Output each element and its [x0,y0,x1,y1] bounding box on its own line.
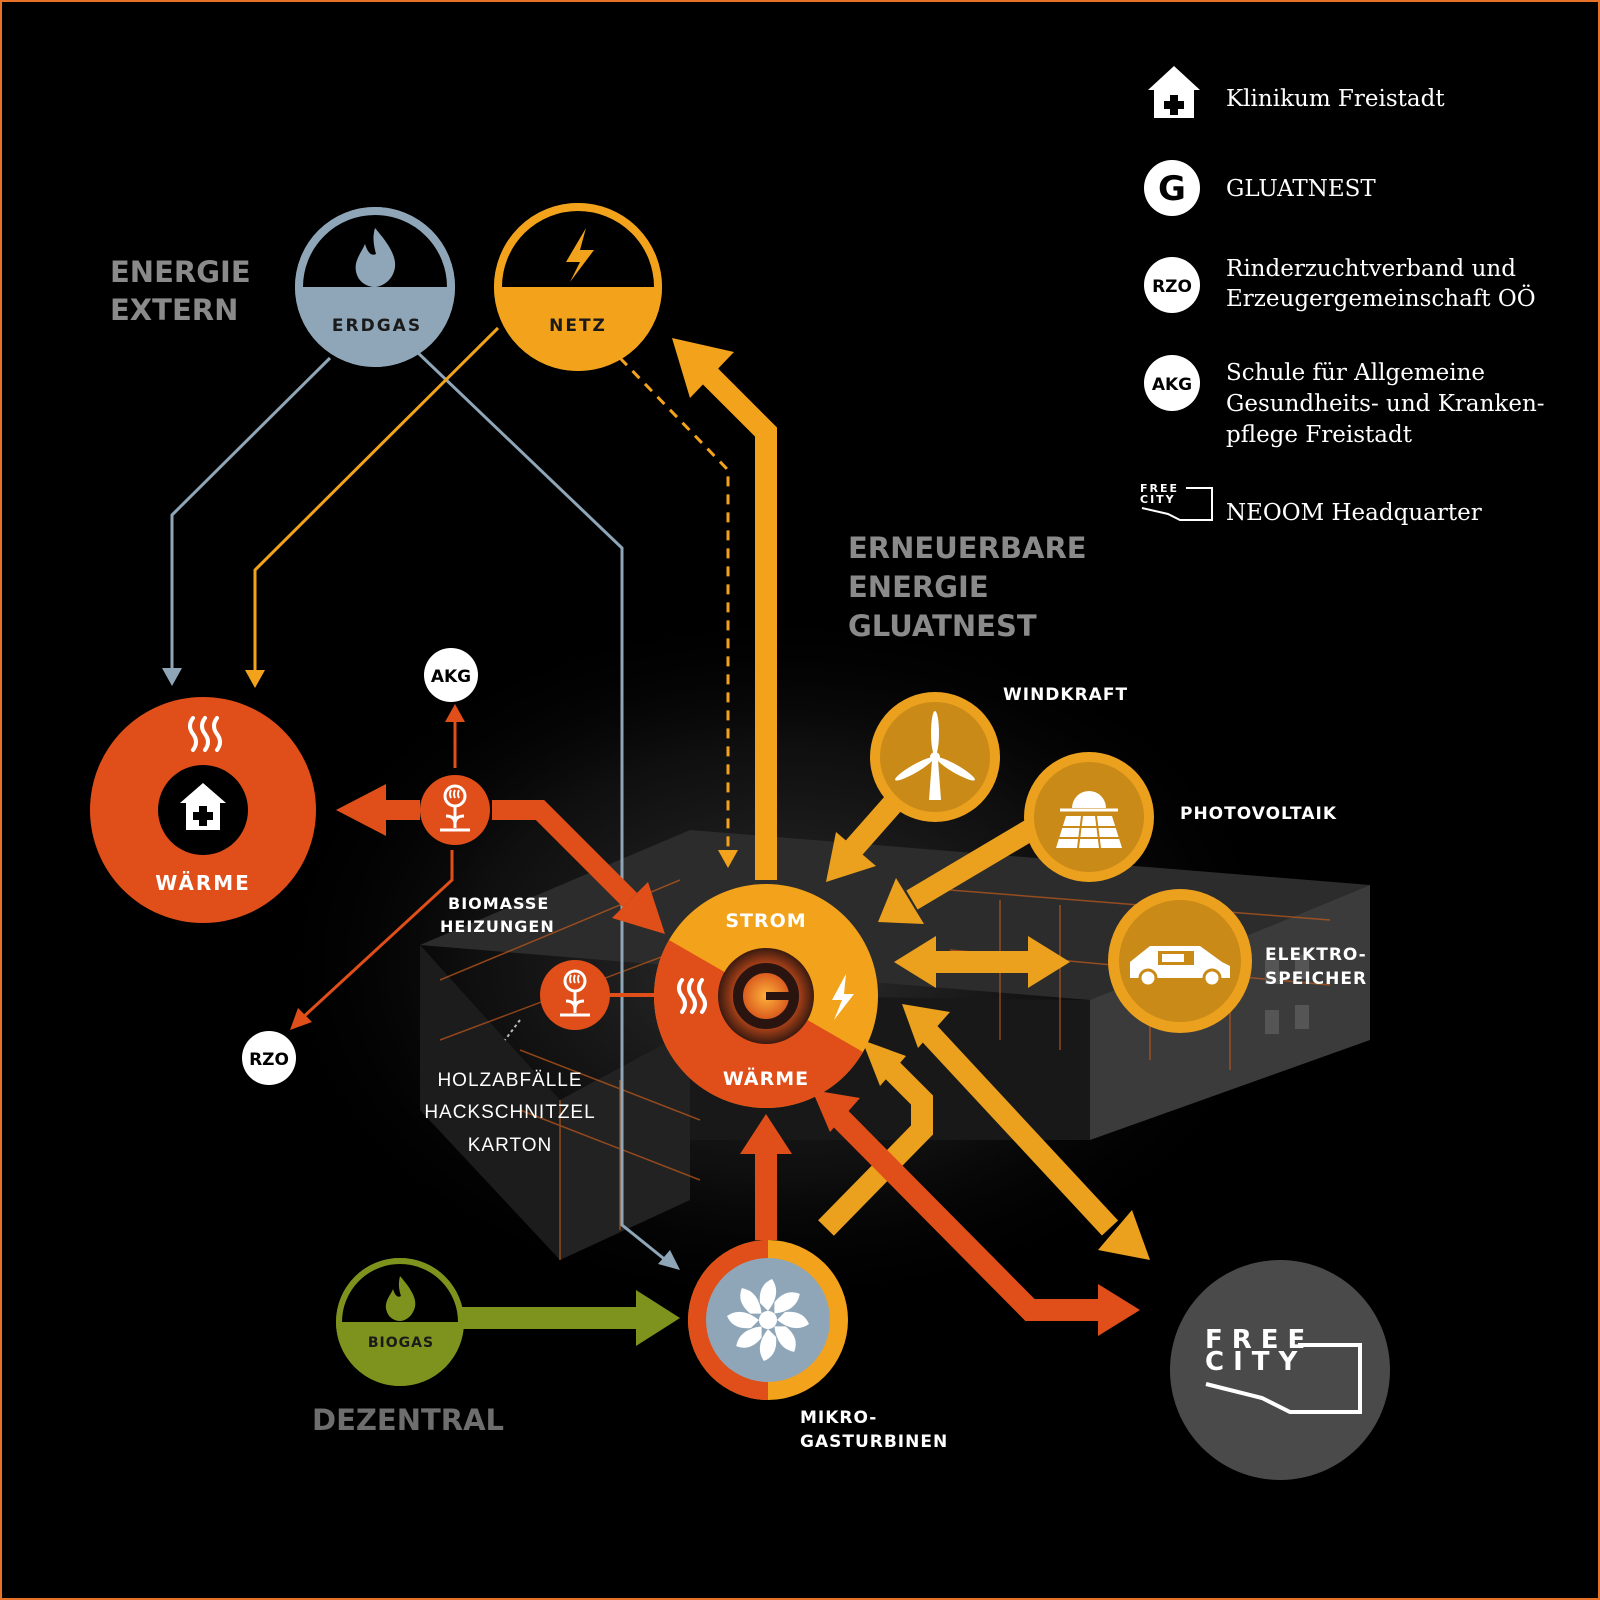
rzo-badge-icon [1144,257,1200,313]
biomass-flower-icon [440,784,470,832]
waerme-klinikum-node: WÄRME [90,697,316,923]
turbine-icon [727,1279,809,1361]
legend-badge-free: FREE [1140,482,1179,495]
freecity-text-2: CITY [1205,1347,1306,1377]
biomasse-label-1: BIOMASSE [448,894,549,913]
flame-icon [385,1276,416,1321]
heading-dezentral: DEZENTRAL [312,1403,504,1437]
legend-text-rzo-2: Erzeugergemeinschaft OÖ [1226,285,1536,312]
legend-badge-city: CITY [1140,493,1176,506]
lightning-icon [566,228,594,282]
mikrogasturbinen-label-2: GASTURBINEN [800,1432,948,1452]
biogas-node: BIOGAS [336,1258,464,1386]
flow-arrows [336,338,1150,1346]
heading-energie-extern-2: EXTERN [110,293,238,327]
mikrogasturbinen-label-1: MIKRO- [800,1408,877,1428]
free-city-logo-icon: FREE CITY [1205,1325,1362,1414]
heading-erneuerbare-1: ERNEUERBARE [848,531,1087,565]
legend-text-akg-2: Gesundheits- und Kranken- [1226,391,1545,417]
fuel-karton: KARTON [468,1135,553,1156]
free-city-node: FREE CITY [1170,1260,1390,1480]
legend-badge-akg: AKG [1152,375,1192,395]
hub-waerme-label: WÄRME [723,1066,809,1090]
legend-item-klinikum: Klinikum Freistadt [1148,66,1445,118]
erdgas-node: ERDGAS [295,207,455,367]
legend-badge-rzo: RZO [1152,277,1192,297]
legend-item-gluatnest: G GLUATNEST [1144,160,1376,216]
hospital-house-icon [180,783,226,830]
lightning-icon [832,974,854,1020]
akg-badge-icon [1144,355,1200,411]
windkraft-node [870,692,1000,822]
gluatnest-g-icon [1144,160,1200,216]
hub-strom-label: STROM [725,910,806,932]
netz-label: NETZ [549,316,607,336]
photovoltaik-node [1024,752,1154,882]
rzo-badge: RZO [242,1031,296,1085]
fuel-holzabfaelle: HOLZABFÄLLE [437,1070,582,1091]
elektrospeicher-label-1: ELEKTRO- [1265,945,1367,965]
heading-erneuerbare-2: ENERGIE [848,570,989,604]
legend-text-rzo-1: Rinderzuchtverband und [1226,256,1516,282]
photovoltaik-label: PHOTOVOLTAIK [1180,804,1337,824]
biomasse-node-building [540,960,610,1030]
gluatnest-g-icon [733,963,799,1029]
fuel-hackschnitzel: HACKSCHNITZEL [424,1102,595,1123]
external-supply-lines [162,326,738,1270]
legend-item-akg: AKG Schule für Allgemeine Gesundheits- u… [1144,355,1545,448]
elektrospeicher-label-2: SPEICHER [1265,969,1367,989]
legend: Klinikum Freistadt G GLUATNEST RZO Rinde… [1140,66,1545,526]
heading-erneuerbare-3: GLUATNEST [848,609,1037,643]
heat-waves-icon [188,716,222,752]
legend-text-akg-1: Schule für Allgemeine [1226,360,1485,386]
legend-text-klinikum: Klinikum Freistadt [1226,86,1445,112]
waerme-klinikum-label: WÄRME [155,871,251,895]
legend-item-neoom: FREE CITY NEOOM Headquarter [1140,482,1482,526]
legend-item-rzo: RZO Rinderzuchtverband und Erzeugergemei… [1144,256,1536,313]
erdgas-label: ERDGAS [332,316,422,336]
elektrospeicher-node [1108,889,1252,1033]
akg-label: AKG [431,667,471,687]
legend-text-neoom: NEOOM Headquarter [1226,500,1482,526]
hospital-house-icon [1148,66,1200,118]
legend-badge-g: G [1158,169,1186,209]
rzo-label: RZO [249,1050,289,1070]
free-city-logo-icon: FREE CITY [1140,482,1213,521]
electric-car-icon [1130,946,1230,988]
central-hub-node: STROM WÄRME [653,884,878,1109]
netz-node: NETZ [494,203,662,371]
akg-badge: AKG [424,648,478,702]
mikrogasturbinen-node [688,1240,848,1400]
legend-text-akg-3: pflege Freistadt [1226,422,1413,448]
flame-icon [355,228,396,287]
wind-turbine-icon [895,711,975,800]
biomasse-node-top [420,775,490,845]
windkraft-label: WINDKRAFT [1003,685,1128,705]
heading-energie-extern-1: ENERGIE [110,255,251,289]
biogas-label: BIOGAS [368,1335,434,1351]
biomass-flower-icon [560,969,590,1017]
freecity-text-1: FREE [1205,1325,1314,1355]
solar-panel-icon [1056,791,1122,849]
heat-waves-icon [677,978,707,1014]
legend-text-gluatnest: GLUATNEST [1226,176,1376,202]
biomasse-label-2: HEIZUNGEN [440,917,555,936]
